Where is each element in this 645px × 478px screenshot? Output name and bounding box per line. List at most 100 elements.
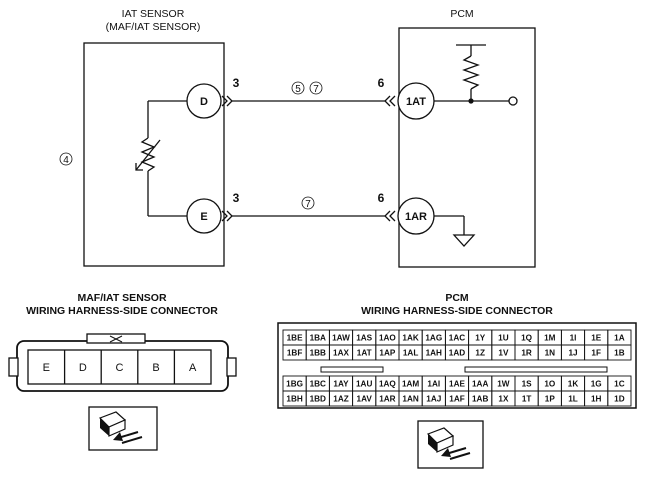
pcm-cavity-1b: 1B: [614, 349, 625, 358]
key-slot-right: [464, 366, 608, 373]
maf-cavity-b: B: [152, 362, 159, 374]
pcm-cavity-1ay: 1AY: [333, 380, 349, 389]
pcm-cavity-1s: 1S: [522, 380, 533, 389]
pcm-cavity-1aj: 1AJ: [426, 395, 441, 404]
connector-view-icon-pcm: [417, 420, 484, 469]
pcm-cavity-1ax: 1AX: [333, 349, 349, 358]
maf-connector-subtitle: WIRING HARNESS-SIDE CONNECTOR: [26, 305, 218, 317]
pcm-cavity-1ag: 1AG: [425, 334, 442, 343]
ref-4-circle: [59, 152, 73, 166]
thermistor: [135, 100, 187, 217]
pcm-cavity-1ah: 1AH: [426, 349, 442, 358]
key-slot-left: [320, 366, 384, 373]
pcm-cavity-1aq: 1AQ: [379, 380, 396, 389]
pcm-cavity-1v: 1V: [498, 349, 509, 358]
ref-5: 5: [295, 84, 301, 95]
pcm-cavity-1m: 1M: [544, 334, 556, 343]
pcm-cavity-1ae: 1AE: [449, 380, 465, 389]
pcm-cavity-1bh: 1BH: [286, 395, 302, 404]
pcm-cavity-1ap: 1AP: [379, 349, 395, 358]
connector-view-icon: [88, 406, 158, 451]
pin-e-circle: [186, 198, 222, 234]
ref-4: 4: [63, 155, 69, 166]
pcm-cavity-1a: 1A: [614, 334, 625, 343]
pcm-cavity-1au: 1AU: [356, 380, 372, 389]
pcm-cavity-1c: 1C: [614, 380, 625, 389]
pcm-cavity-1as: 1AS: [356, 334, 372, 343]
pcm-cavity-1h: 1H: [591, 395, 602, 404]
pcm-cavity-1f: 1F: [591, 349, 601, 358]
maf-cavity-a: A: [189, 362, 197, 374]
pcm-cavity-1an: 1AN: [402, 395, 418, 404]
pcm-cavity-1w: 1W: [497, 380, 510, 389]
pcm-cavity-1ad: 1AD: [449, 349, 465, 358]
pcm-cavity-1at: 1AT: [357, 349, 372, 358]
pcm-cavity-1bd: 1BD: [310, 395, 326, 404]
pcm-cavity-1av: 1AV: [357, 395, 373, 404]
junction-dot: [468, 98, 474, 104]
pcm-connector-title: PCM: [445, 292, 469, 304]
pcm-cavity-1aa: 1AA: [472, 380, 488, 389]
iat-sensor-subtitle: (MAF/IAT SENSOR): [106, 21, 201, 33]
pcm-cavity-1bb: 1BB: [310, 349, 326, 358]
pcm-cavity-1d: 1D: [614, 395, 625, 404]
maf-cavity-d: D: [79, 362, 87, 374]
pcm-cavity-1j: 1J: [568, 349, 577, 358]
pin-1ar-label: 1AR: [405, 211, 427, 223]
pcm-cavity-cell: [607, 390, 632, 407]
pcm-title: PCM: [450, 8, 473, 20]
pcm-cavity-cell: [607, 344, 632, 361]
pcm-cavity-1al: 1AL: [403, 349, 418, 358]
iat-sensor-box: [83, 42, 225, 267]
pcm-cavity-1q: 1Q: [521, 334, 533, 343]
ref-3-top: 3: [233, 76, 240, 90]
pcm-cavity-1p: 1P: [545, 395, 556, 404]
ref-6-top: 6: [378, 76, 385, 90]
pcm-cavity-1ar: 1AR: [379, 395, 395, 404]
sensor-connector-marks: [221, 95, 233, 222]
pcm-cavity-1n: 1N: [545, 349, 556, 358]
pcm-cavity-1o: 1O: [544, 380, 556, 389]
pcm-cavity-1ac: 1AC: [449, 334, 465, 343]
pcm-cavity-1bf: 1BF: [287, 349, 302, 358]
ref-7: 7: [313, 84, 319, 95]
pcm-cavity-1x: 1X: [498, 395, 509, 404]
pcm-cavity-1l: 1L: [568, 395, 578, 404]
ref-7b: 7: [305, 199, 311, 210]
iat-sensor-title: IAT SENSOR: [122, 8, 185, 20]
pcm-cavity-1ao: 1AO: [379, 334, 396, 343]
pcm-cavity-1ab: 1AB: [472, 395, 488, 404]
pcm-cavity-1ai: 1AI: [427, 380, 440, 389]
pcm-cavity-1am: 1AM: [402, 380, 419, 389]
ref-7-circle: [309, 81, 323, 95]
ref-7b-circle: [301, 196, 315, 210]
pcm-cavity-1aw: 1AW: [332, 334, 350, 343]
pcm-connector-face: [277, 322, 637, 409]
pcm-cavity-1bc: 1BC: [310, 380, 326, 389]
pcm-cavity-1az: 1AZ: [333, 395, 348, 404]
ref-3-bottom: 3: [233, 191, 240, 205]
pcm-box: [398, 27, 536, 268]
pcm-cavity-1r: 1R: [521, 349, 532, 358]
pcm-cavity-1t: 1T: [522, 395, 532, 404]
pcm-cavity-1e: 1E: [591, 334, 602, 343]
ground-icon: [434, 215, 476, 247]
ref-5-circle: [291, 81, 305, 95]
signal-terminal-icon: [508, 96, 518, 106]
pcm-connector-marks: [384, 95, 396, 222]
maf-connector-title: MAF/IAT SENSOR: [77, 292, 166, 304]
pcm-connector-subtitle: WIRING HARNESS-SIDE CONNECTOR: [361, 305, 553, 317]
maf-cavity-c: C: [116, 362, 124, 374]
maf-connector-face: [8, 333, 237, 392]
pcm-cavity-1z: 1Z: [475, 349, 485, 358]
maf-cavity-e: E: [43, 362, 50, 374]
pull-up-resistor: [434, 44, 509, 102]
pcm-cavity-1k: 1K: [568, 380, 579, 389]
pcm-cavity-1bg: 1BG: [286, 380, 303, 389]
pcm-cavity-1be: 1BE: [287, 334, 303, 343]
pcm-cavity-1u: 1U: [498, 334, 509, 343]
pcm-cavity-1i: 1I: [570, 334, 577, 343]
